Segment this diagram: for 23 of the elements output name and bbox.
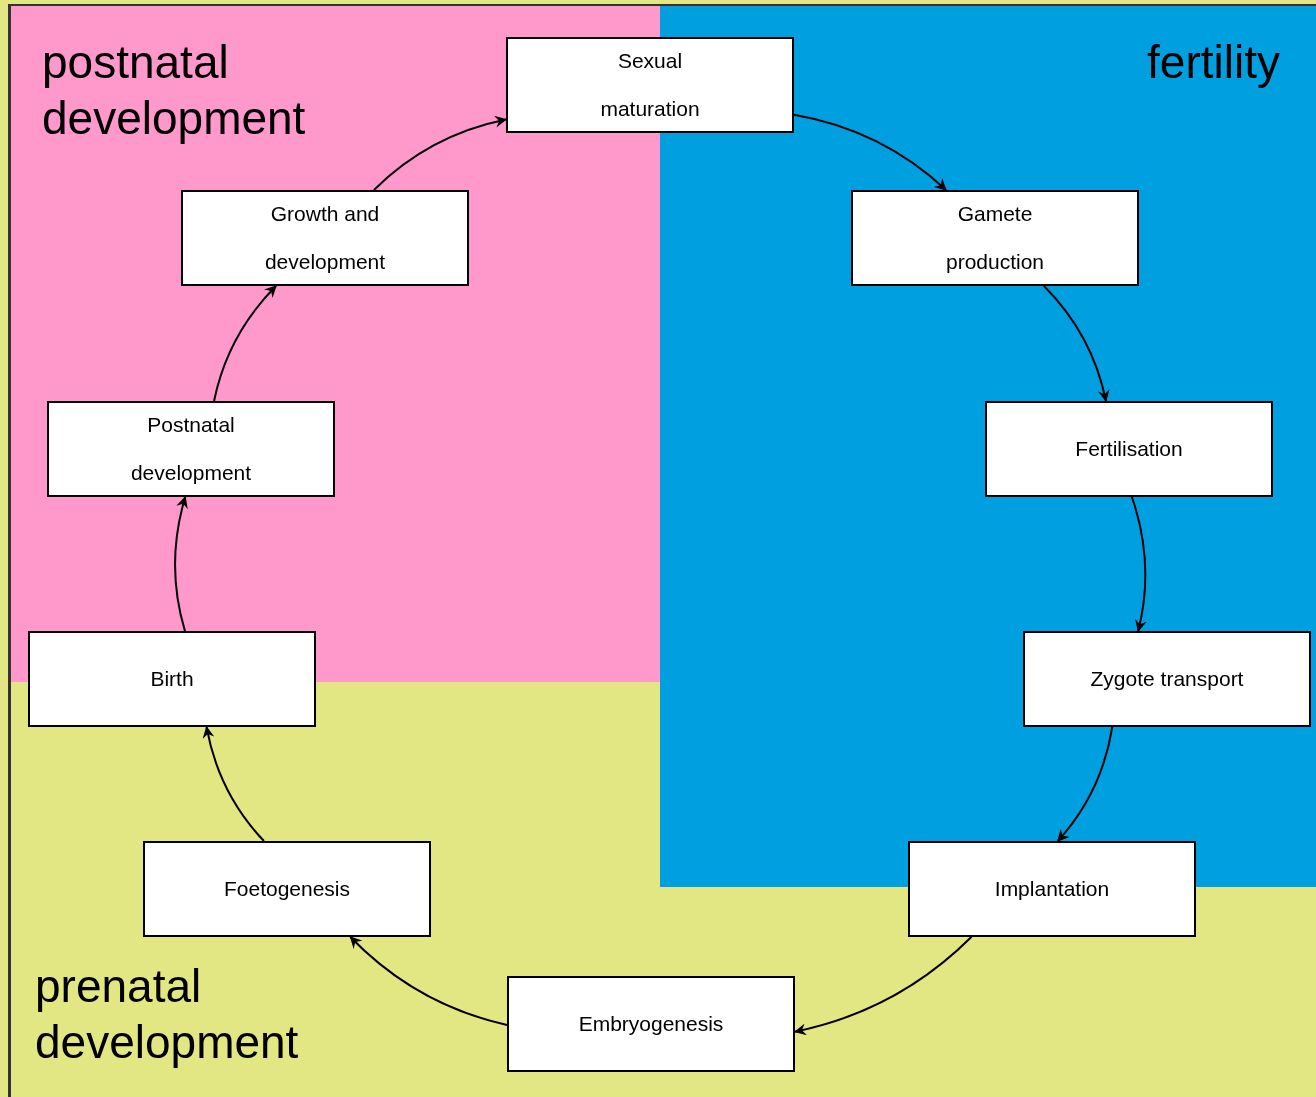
process-box: Embryogenesis [507,976,795,1072]
arrow [213,285,278,402]
region-label: postnatal development [42,35,307,146]
process-box: Foetogenesis [143,841,431,937]
process-box: Zygote transport [1023,631,1311,727]
process-box: Sexual maturation [506,37,794,133]
arrow [1130,496,1147,632]
arrow [372,116,507,191]
process-box: Fertilisation [985,401,1273,497]
process-box: Gamete production [851,190,1139,286]
process-box: Growth and development [181,190,469,286]
process-box: Postnatal development [47,401,335,497]
arrow [202,726,265,842]
region-label: fertility [1147,35,1280,90]
arrow [1042,285,1110,402]
region-label: prenatal development [35,959,300,1070]
arrow [349,936,508,1026]
process-box: Birth [28,631,316,727]
arrow [794,936,973,1036]
arrow [174,496,189,632]
arrow [793,113,948,191]
process-box: Implantation [908,841,1196,937]
arrow [1056,726,1114,842]
